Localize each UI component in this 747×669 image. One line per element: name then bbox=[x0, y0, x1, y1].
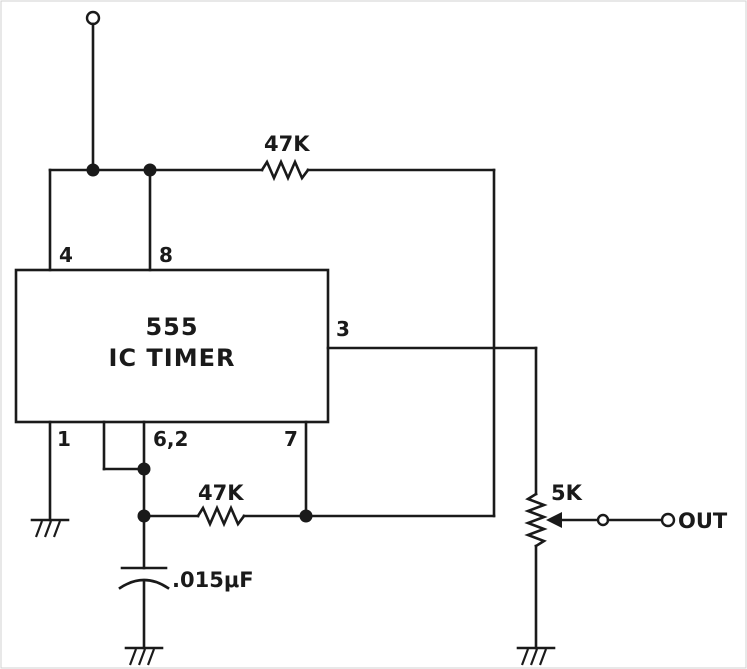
pin-1-ground bbox=[30, 420, 70, 538]
pin-4-label: 4 bbox=[59, 243, 73, 267]
capacitor-ground bbox=[124, 646, 164, 666]
potentiometer: 5K bbox=[524, 481, 605, 650]
output-terminal: OUT bbox=[596, 509, 728, 533]
capacitor: .015μF bbox=[118, 514, 254, 650]
capacitor-label: .015μF bbox=[172, 568, 254, 592]
pin-3-label: 3 bbox=[336, 317, 350, 341]
pin-62-wire bbox=[102, 420, 151, 523]
pin-8-label: 8 bbox=[159, 243, 173, 267]
ic-555-chip: 555 IC TIMER bbox=[14, 268, 330, 424]
supply-terminal bbox=[85, 10, 101, 177]
chip-name-label: IC TIMER bbox=[109, 344, 236, 372]
pin-1-label: 1 bbox=[57, 427, 71, 451]
chip-part-label: 555 bbox=[145, 313, 198, 341]
potentiometer-label: 5K bbox=[551, 481, 583, 505]
pin-62-label: 6,2 bbox=[153, 427, 188, 451]
resistor-top: 47K bbox=[260, 132, 496, 182]
pin-7-label: 7 bbox=[284, 427, 298, 451]
potentiometer-ground bbox=[516, 646, 556, 666]
resistor-bottom-label: 47K bbox=[198, 481, 244, 505]
resistor-bottom: 47K bbox=[142, 481, 496, 528]
pin-7-wire bbox=[299, 420, 313, 523]
top-bus-wire bbox=[48, 163, 264, 272]
resistor-top-label: 47K bbox=[264, 132, 310, 156]
pin-3-wire bbox=[326, 346, 538, 496]
output-label: OUT bbox=[678, 509, 728, 533]
